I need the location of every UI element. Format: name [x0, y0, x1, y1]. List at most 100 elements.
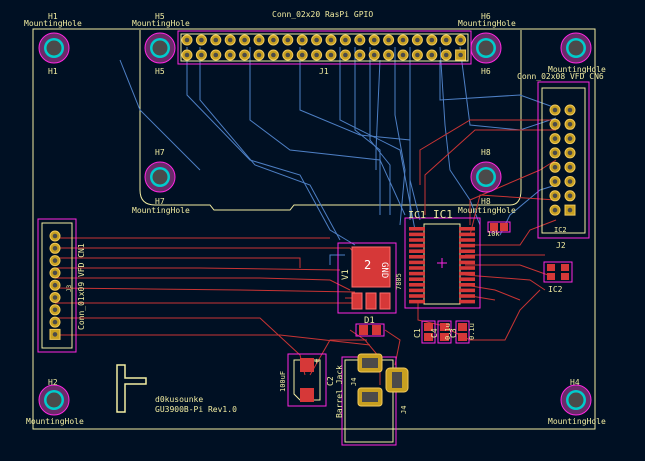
ic2-chip[interactable]	[543, 261, 573, 283]
mounting-hole-h1[interactable]	[38, 32, 70, 64]
j1-value-label: Conn_02x20 RasPi GPIO	[272, 10, 373, 19]
svg-text:+: +	[314, 357, 320, 367]
pad-drill	[552, 207, 558, 213]
ic1-pad-right	[459, 255, 475, 259]
c4-value-label: 0.1u	[444, 323, 452, 340]
h2-ref: H2	[48, 378, 58, 387]
diode-d1[interactable]	[355, 323, 385, 337]
pad-drill	[552, 150, 558, 156]
h7-ref-bottom: H7	[155, 197, 165, 206]
regulator-v1[interactable]	[337, 242, 397, 314]
capacitor-c3[interactable]	[455, 320, 470, 344]
j4-ref-label-side: J4	[400, 406, 408, 414]
mounting-hole-h4[interactable]	[560, 384, 592, 416]
board-outline	[32, 28, 596, 430]
pad-drill	[443, 37, 449, 43]
v1-ref-label: V1	[341, 269, 351, 280]
pad-drill	[314, 37, 319, 43]
c2-ref-label: C2	[326, 376, 335, 386]
connector-j1[interactable]	[177, 30, 472, 65]
ic1-pad-left	[409, 288, 425, 293]
pad-drill	[552, 107, 558, 113]
pad-drill	[184, 37, 190, 43]
ic1-anchor-marker	[437, 258, 447, 268]
pad-drill	[213, 52, 219, 58]
ic1-pad-left	[409, 283, 425, 287]
pad-drill	[285, 52, 291, 58]
c1-ref-label: C1	[413, 328, 422, 338]
pad-drill	[357, 52, 363, 58]
pad-drill	[52, 295, 58, 300]
pad-drill	[343, 37, 348, 43]
pad-drill	[567, 107, 573, 113]
h1-ref: H1	[48, 67, 58, 76]
capacitor-c4[interactable]	[437, 320, 452, 344]
pad-drill	[567, 164, 573, 170]
pad-drill	[285, 37, 291, 43]
ic1-pad-right	[459, 294, 475, 298]
v1-courtyard	[337, 242, 397, 314]
h5-ref: H5	[155, 67, 165, 76]
c3-ref-label: C3	[449, 328, 458, 338]
h6-value-top: MountingHole	[458, 19, 516, 28]
pad-drill	[52, 258, 58, 263]
ic1-pad-left	[409, 294, 425, 298]
mounting-hole-h5[interactable]	[144, 32, 176, 64]
mounting-hole-h7[interactable]	[144, 161, 176, 193]
mounting-hole-h8[interactable]	[470, 161, 502, 193]
j3-courtyard	[37, 218, 77, 353]
pad-drill	[567, 122, 573, 127]
h6-ref: H6	[481, 67, 491, 76]
barrel-jack-j4[interactable]	[341, 353, 409, 446]
pad-drill	[552, 136, 558, 141]
pad-drill	[567, 150, 573, 156]
ic1-chip[interactable]	[404, 217, 481, 309]
pad-drill	[256, 37, 262, 43]
mounting-hole-h6[interactable]	[470, 32, 502, 64]
j3-ref-label: J3	[66, 284, 73, 292]
resistor-r1[interactable]	[487, 221, 511, 233]
ic1-ref-label: IC1	[408, 210, 426, 221]
j1-courtyard	[177, 30, 472, 65]
pad-drill	[567, 193, 573, 199]
pad-drill	[271, 52, 276, 58]
ic2-ref-label: IC2	[548, 285, 563, 294]
c4-ref-label: C4	[430, 328, 439, 338]
ic1-courtyard	[404, 217, 481, 309]
connector-j3[interactable]	[37, 218, 77, 353]
j2-value-label: Conn_02x08 VFD CN6	[517, 72, 604, 81]
ic1-pad-right	[459, 243, 475, 248]
j2-pad-group	[549, 104, 576, 216]
h8-value: MountingHole	[458, 206, 516, 215]
capacitor-c1[interactable]	[421, 320, 436, 344]
h4-ref: H4	[570, 378, 580, 387]
pad-drill	[443, 52, 449, 58]
pad-drill	[386, 37, 391, 43]
pad-drill	[567, 207, 573, 213]
mounting-hole-h2[interactable]	[38, 384, 70, 416]
ic1-pad-right	[459, 227, 475, 231]
pad-drill	[371, 52, 377, 58]
mounting-hole-h3[interactable]	[560, 32, 592, 64]
ic1-pad-left	[409, 299, 425, 304]
j1-ref-label: J1	[319, 67, 329, 76]
ic1-pad-left	[409, 255, 425, 259]
ic1-pad-right	[459, 232, 475, 237]
pad-drill	[343, 52, 348, 58]
ic1-pad-right	[459, 271, 475, 276]
ic1-pad-right	[459, 266, 475, 270]
pad-drill	[314, 52, 319, 58]
pad-drill	[227, 37, 233, 43]
v1-pad-1	[351, 292, 363, 310]
j1-pad-group	[181, 34, 467, 61]
j4-value-label: Barrel Jack	[335, 365, 344, 418]
pad-drill	[256, 52, 262, 58]
pad-drill	[400, 52, 406, 58]
v1-tab-pad	[351, 246, 391, 288]
pad-drill	[328, 52, 334, 58]
connector-j2[interactable]	[537, 81, 590, 239]
capacitor-c2[interactable]: +	[287, 353, 327, 407]
ic1-pad-right	[459, 288, 475, 293]
j1-silk	[180, 33, 469, 62]
